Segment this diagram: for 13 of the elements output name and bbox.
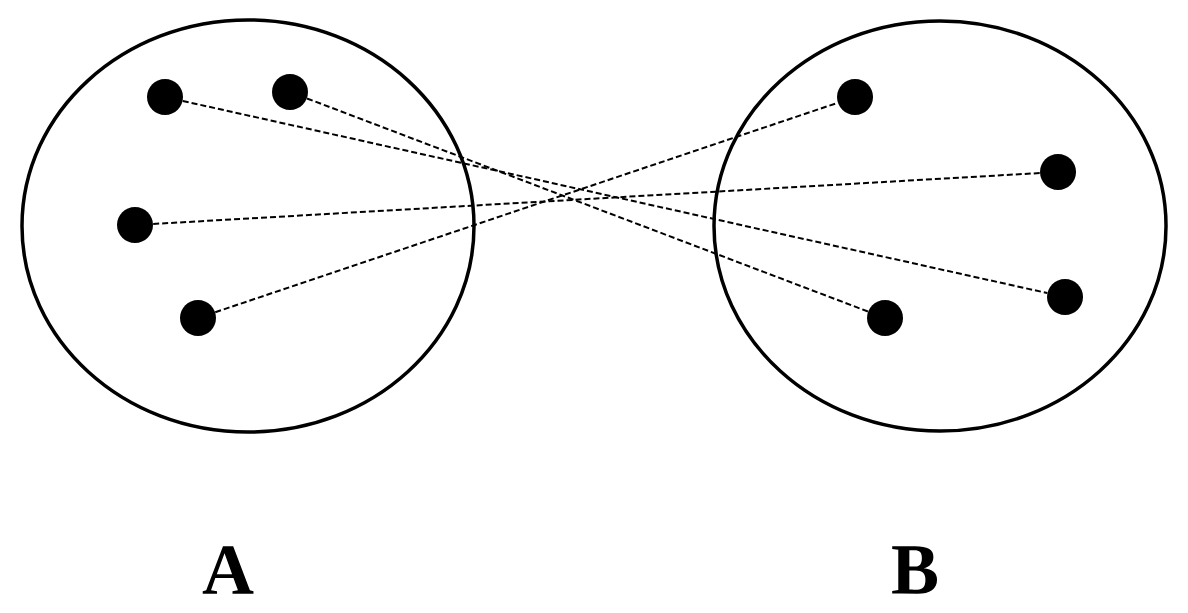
point-dot: [1040, 154, 1076, 190]
point-dot: [147, 79, 183, 115]
point-dot: [117, 207, 153, 243]
set-label: A: [202, 546, 254, 594]
dashed-line: [181, 99, 1049, 295]
point-dot: [837, 79, 873, 115]
set-label: B: [892, 546, 937, 594]
point-dot: [1047, 279, 1083, 315]
dashed-line: [306, 97, 869, 313]
dashed-line: [152, 172, 1041, 225]
point-dot: [867, 300, 903, 336]
point-dot: [272, 74, 308, 110]
point-dot: [180, 300, 216, 336]
